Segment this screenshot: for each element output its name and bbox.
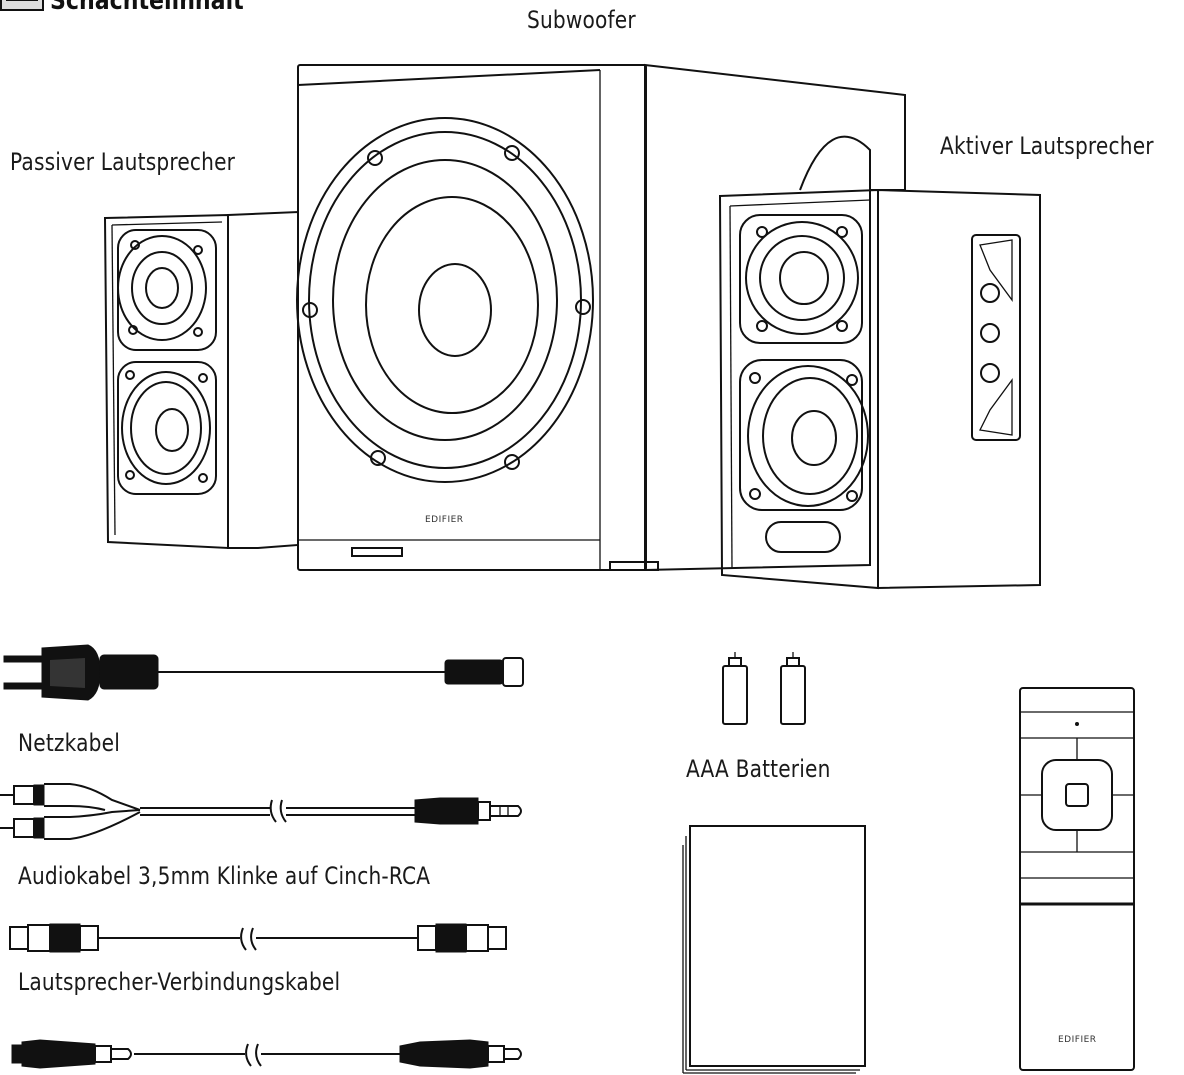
batteries-illustration bbox=[722, 652, 806, 725]
user-manual-illustration bbox=[682, 825, 866, 1074]
remote-brand-mark: EDIFIER bbox=[1058, 1035, 1097, 1045]
passive-speaker-illustration bbox=[103, 210, 299, 550]
audio-cable-illustration bbox=[0, 783, 522, 840]
power-cable-label: Netzkabel bbox=[18, 729, 120, 757]
optical-cable-illustration bbox=[11, 1039, 522, 1069]
batteries-label: AAA Batterien bbox=[686, 755, 831, 783]
subwoofer-label: Subwoofer bbox=[527, 6, 636, 34]
box-icon bbox=[0, 0, 44, 11]
section-title: Schachtelinhalt bbox=[50, 0, 244, 16]
active-speaker-label: Aktiver Lautsprecher bbox=[940, 132, 1154, 160]
subwoofer-brand-mark: EDIFIER bbox=[425, 515, 464, 525]
remote-control-illustration: EDIFIER bbox=[1019, 687, 1135, 1071]
power-cable-illustration bbox=[3, 644, 524, 701]
section-header: Schachtelinhalt bbox=[0, 0, 278, 16]
speaker-cable-illustration bbox=[9, 923, 507, 953]
audio-cable-label: Audiokabel 3,5mm Klinke auf Cinch-RCA bbox=[18, 862, 431, 890]
passive-speaker-label: Passiver Lautsprecher bbox=[10, 148, 236, 176]
active-speaker-illustration bbox=[718, 188, 1041, 590]
speaker-cable-label: Lautsprecher-Verbindungskabel bbox=[18, 968, 341, 996]
